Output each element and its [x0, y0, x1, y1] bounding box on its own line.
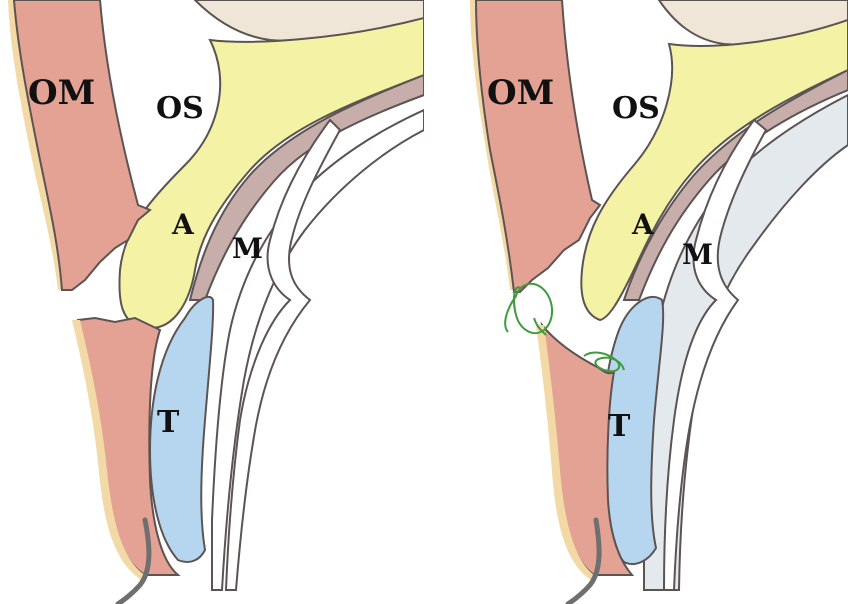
label-m: M [232, 232, 263, 265]
label-os: OS [612, 91, 660, 126]
panel-before-repair: OM OS A M T [0, 0, 424, 604]
orbicularis-upper-shape [476, 0, 600, 292]
eyelid-section-before: OM OS A M T [0, 0, 424, 604]
label-om: OM [487, 73, 554, 113]
label-a: A [631, 208, 655, 241]
eyelid-section-after: OM OS A M T [424, 0, 848, 604]
panel-after-repair: OM OS A M T [424, 0, 848, 604]
label-a: A [171, 208, 195, 241]
label-m: M [682, 238, 713, 271]
label-om: OM [28, 73, 95, 113]
label-t: T [157, 405, 180, 440]
label-os: OS [156, 91, 204, 126]
label-t: T [608, 409, 631, 444]
